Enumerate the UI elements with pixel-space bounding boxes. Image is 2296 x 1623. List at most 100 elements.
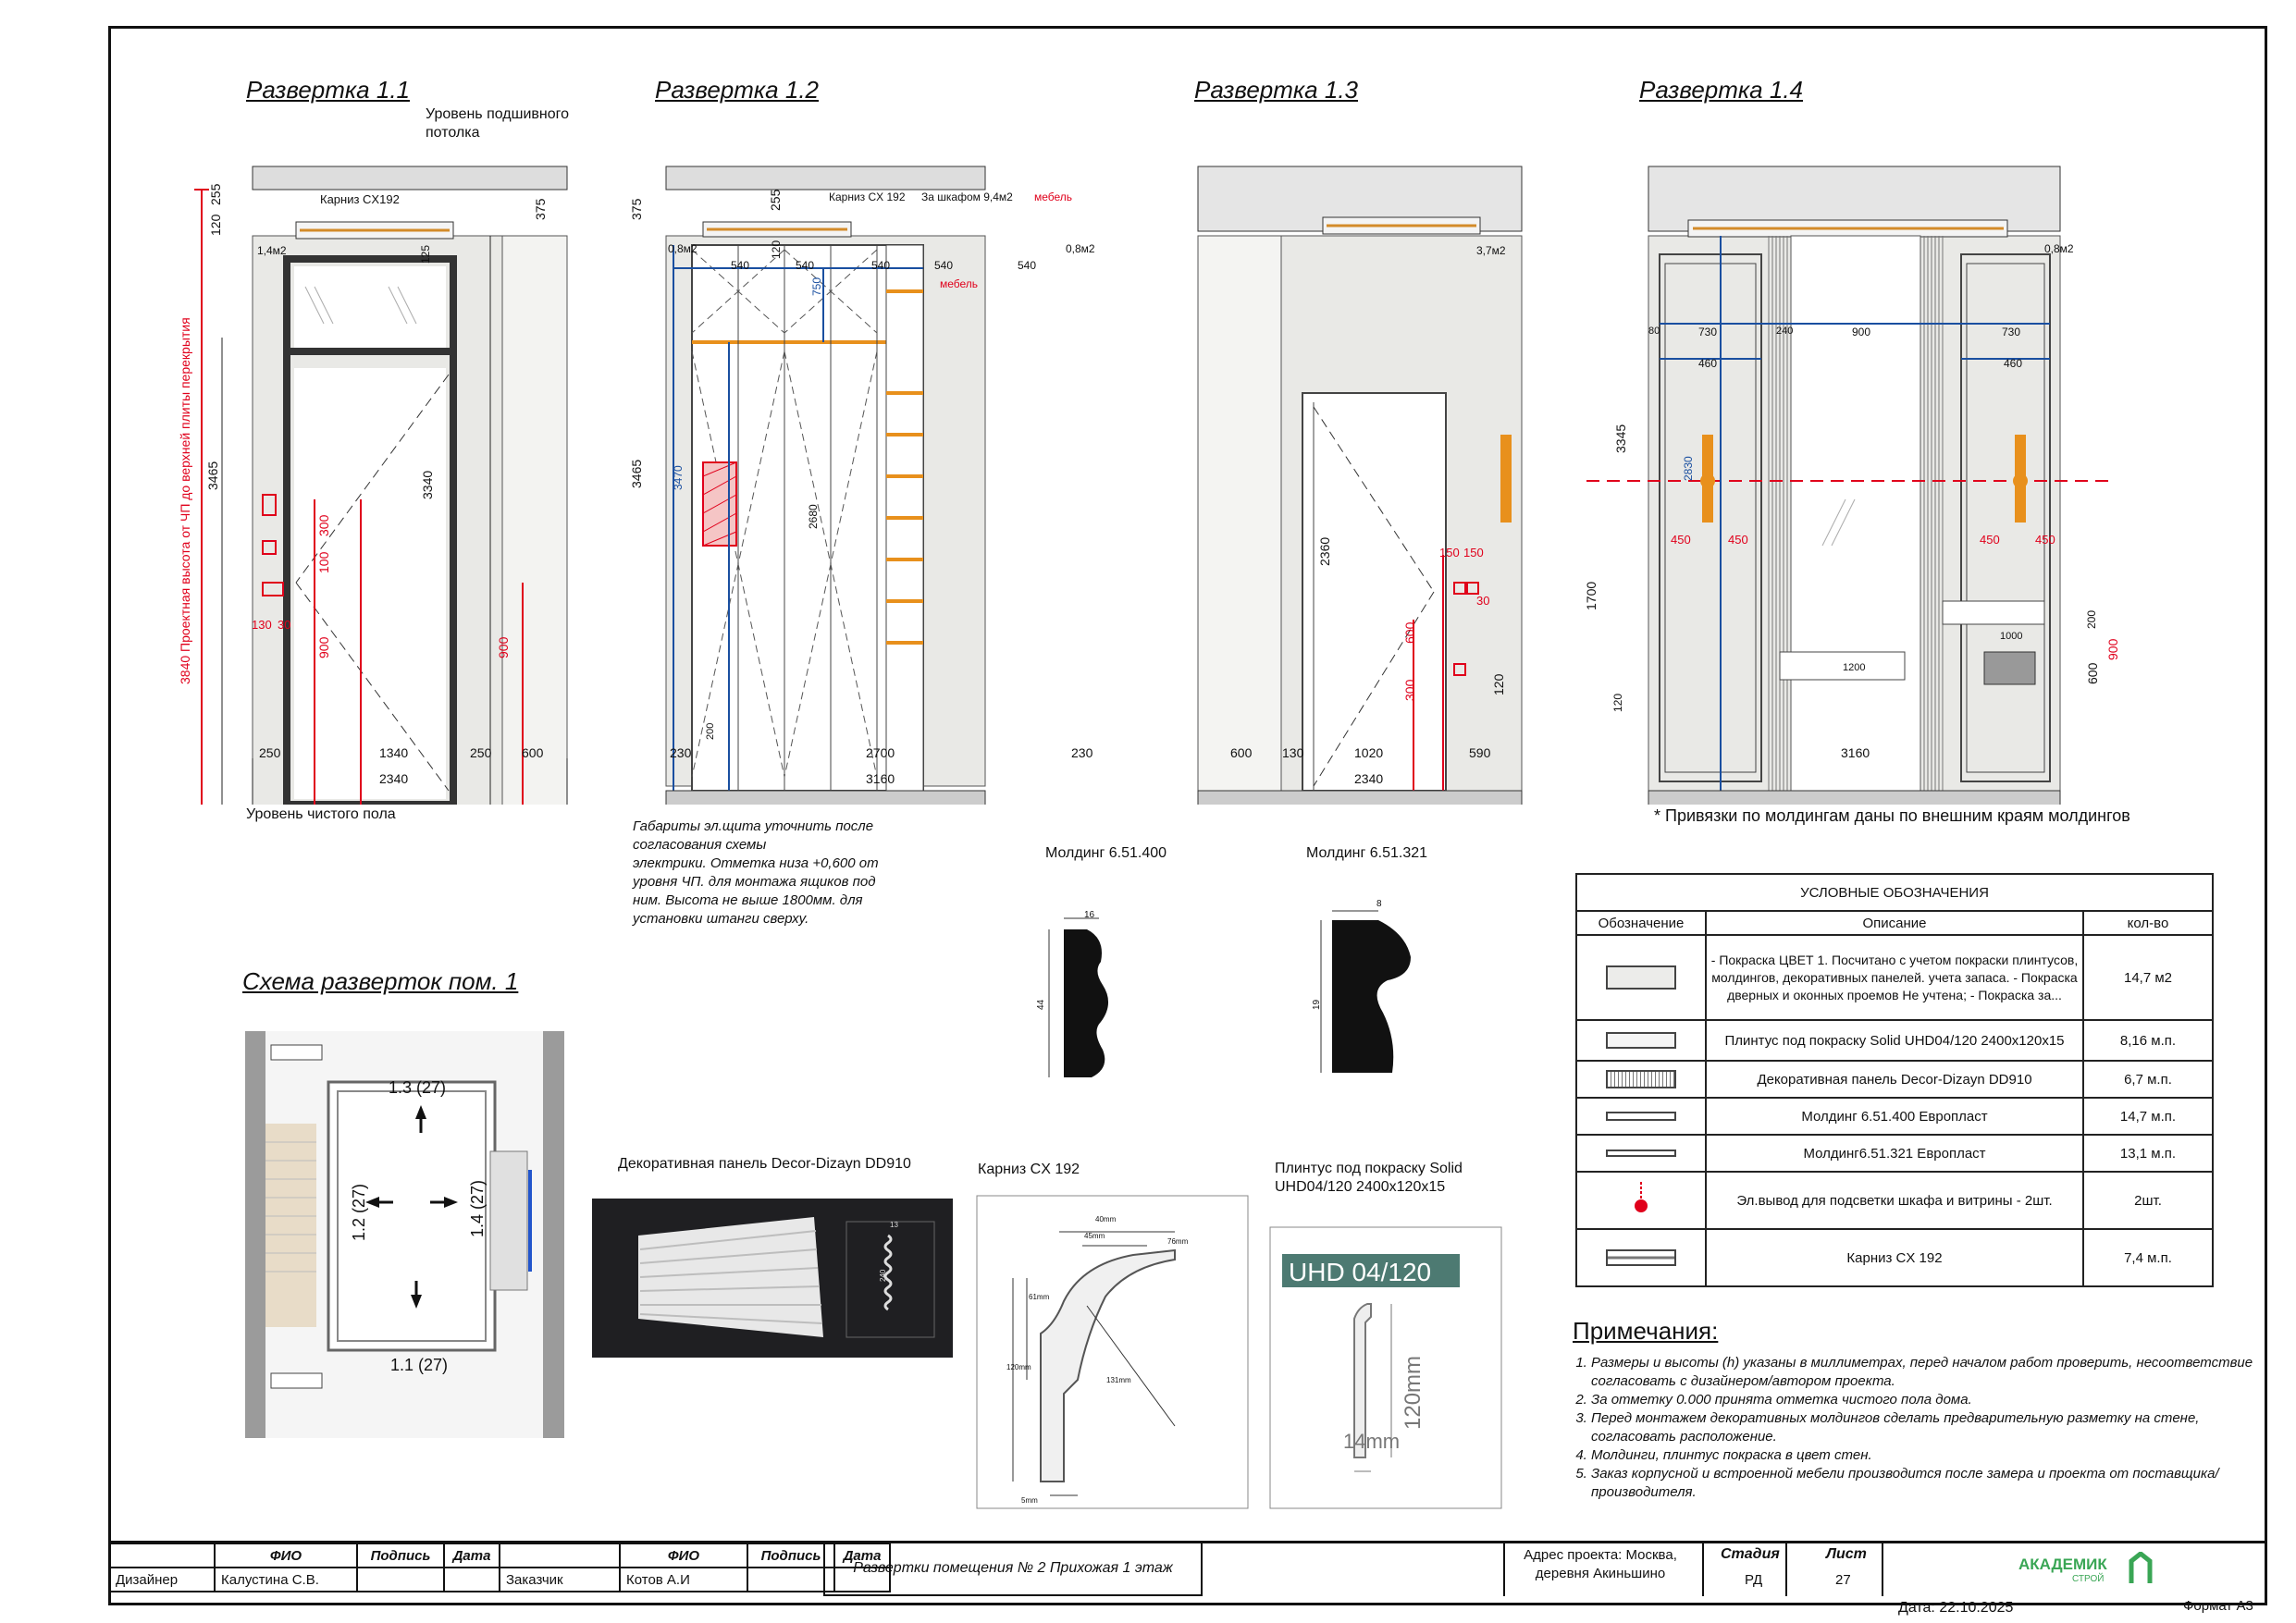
dim-600-w-1-3: 600: [1230, 745, 1253, 760]
scheme-view-1-1: 1.1 (27): [390, 1356, 449, 1374]
dim-450c-1-4: 450: [1980, 533, 2000, 547]
dim-460-1-4: 460: [1698, 357, 1718, 370]
company-logo-sub: СТРОЙ: [2072, 1574, 2105, 1584]
scheme-title: Схема разверток пом. 1: [242, 967, 519, 995]
dim-2680-1-2: 2680: [807, 504, 820, 529]
legend-table: УСЛОВНЫЕ ОБОЗНАЧЕНИЯ Обозначение Описани…: [1575, 873, 2214, 1287]
dim-450a-1-4: 450: [1671, 533, 1691, 547]
dim-100-1-1: 100: [316, 551, 331, 573]
molding-321-symbol: [1606, 1150, 1676, 1157]
dim-1700-1-4: 1700: [1584, 581, 1599, 610]
dim-240-1-4: 240: [1776, 326, 1794, 337]
dim-2700-1-2: 2700: [866, 745, 895, 760]
cornice-dim-4: 61mm: [1029, 1293, 1050, 1301]
cornice-label-1-1: Карниз CX192: [320, 192, 400, 206]
note-item: За отметку 0.000 принята отметка чистого…: [1591, 1391, 2257, 1409]
scheme-plan: [245, 1031, 564, 1438]
molding-6-51-400-profile: [1048, 917, 1109, 1077]
legend-row: - Покраска ЦВЕТ 1. Посчитано с учетом по…: [1575, 934, 2214, 1021]
elevation-title-1-2: Развертка 1.2: [655, 76, 819, 104]
dim-375-1-2: 375: [629, 198, 644, 220]
dim-900b-1-1: 900: [496, 636, 511, 658]
dim-900-1-4: 900: [2105, 638, 2120, 660]
drawing-frame: [108, 26, 2267, 1605]
cornice-sample-image: [976, 1195, 1249, 1509]
cornice-dim-5: 120mm: [1006, 1363, 1031, 1371]
note-item: Размеры и высоты (h) указаны в миллиметр…: [1591, 1354, 2257, 1391]
area-label-1-4: 0,8м2: [2044, 242, 2074, 255]
elevation-title-1-4: Развертка 1.4: [1639, 76, 1803, 104]
dim-375-1-1: 375: [533, 198, 548, 220]
dim-460b-1-4: 460: [2004, 357, 2023, 370]
dim-900-w-1-4: 900: [1852, 326, 1871, 338]
dim-3340-1-1: 3340: [420, 470, 435, 499]
scheme-view-1-2: 1.2 (27): [350, 1183, 368, 1241]
dim-450d-1-4: 450: [2035, 533, 2055, 547]
dim-2340-1-1: 2340: [379, 771, 409, 786]
stamp-table: ФИО Подпись Дата ФИО Подпись Дата Дизайн…: [108, 1543, 891, 1592]
dim-450b-1-4: 450: [1728, 533, 1748, 547]
elevation-1-2-drawing: [665, 166, 986, 805]
dim-120-1-3: 120: [1491, 673, 1506, 695]
stamp-divider: [1702, 1543, 1704, 1596]
dim-255-1-2: 255: [768, 189, 783, 211]
furniture-label: мебель: [1034, 191, 1073, 203]
panel-dim-2: 240: [879, 1269, 887, 1282]
dim-2340-1-3: 2340: [1354, 771, 1384, 786]
panel-width-3: 540: [871, 259, 891, 272]
stamp-date: Дата: 22.10.2025: [1898, 1600, 2014, 1616]
elevation-1-1-drawing: [194, 166, 568, 805]
area-right-1-2: 0,8м2: [1066, 242, 1095, 255]
area-left-1-2: 0,8м2: [668, 242, 697, 255]
dim-1200-1-4: 1200: [1843, 662, 1866, 673]
stamp-blank-cell: [1203, 1543, 1505, 1596]
elevation-1-3-drawing: [1197, 166, 1523, 805]
legend-header-symbol: Обозначение: [1575, 910, 1707, 936]
dim-120-1-1: 120: [208, 214, 223, 236]
panel-width-2: 540: [796, 259, 815, 272]
molding-1-title: Молдинг 6.51.400: [1045, 845, 1167, 861]
dim-150b-1-3: 150: [1463, 546, 1484, 559]
stamp-format: Формат А3: [2183, 1598, 2253, 1614]
dim-3160-1-2: 3160: [866, 771, 895, 786]
dim-200-1-4: 200: [2085, 609, 2098, 629]
above-cabinet-area: За шкафом 9,4м2: [921, 191, 1013, 203]
stamp-sheet-title: Развертки помещения № 2 Прихожая 1 этаж: [823, 1543, 1203, 1596]
panel-sample-title: Декоративная панель Decor-Dizayn DD910: [618, 1156, 911, 1172]
furniture-label-2: мебель: [940, 277, 979, 290]
stamp-role-designer: Дизайнер: [108, 1567, 216, 1592]
dim-120-1-4: 120: [1611, 693, 1624, 712]
stamp-stage-header: Стадия: [1721, 1546, 1780, 1562]
stamp-role-client: Заказчик: [499, 1567, 621, 1592]
dim-730b-1-4: 730: [2002, 326, 2021, 338]
dim-600-1-4: 600: [2085, 662, 2100, 684]
stamp-divider-3: [1882, 1543, 1883, 1596]
panel-dim-1: 13: [890, 1221, 898, 1229]
paint-symbol: [1606, 965, 1676, 990]
dim-1020-1-3: 1020: [1354, 745, 1384, 760]
dim-30-1-3: 30: [1476, 594, 1490, 608]
legend-header-description: Описание: [1705, 910, 2084, 936]
dim-600-1-3: 600: [1402, 621, 1417, 644]
molding-2-height: 19: [1312, 999, 1322, 1010]
dim-230b-1-2: 230: [1071, 745, 1093, 760]
legend-title: УСЛОВНЫЕ ОБОЗНАЧЕНИЯ: [1575, 873, 2214, 912]
company-logo-text: АКАДЕМИК: [2018, 1555, 2107, 1573]
elevation-title-1-3: Развертка 1.3: [1194, 76, 1358, 104]
panel-width-5: 540: [1018, 259, 1037, 272]
cornice-symbol: [1606, 1249, 1676, 1266]
dim-80-1-4: 80: [1648, 326, 1660, 337]
dim-590-1-3: 590: [1469, 745, 1491, 760]
stamp-client-name: Котов А.И: [619, 1567, 748, 1592]
scheme-view-1-4: 1.4 (27): [468, 1179, 487, 1237]
scheme-view-1-3: 1.3 (27): [389, 1078, 447, 1097]
dim-900-1-1: 900: [316, 636, 331, 658]
panel-width-1: 540: [731, 259, 750, 272]
stamp-address: Адрес проекта: Москва, деревня Акиньшино: [1524, 1547, 1677, 1581]
cornice-dim-1: 40mm: [1095, 1215, 1117, 1223]
cornice-dim-3: 76mm: [1167, 1237, 1189, 1246]
dim-200-1-2: 200: [705, 722, 716, 740]
dim-3345-1-4: 3345: [1613, 424, 1628, 453]
